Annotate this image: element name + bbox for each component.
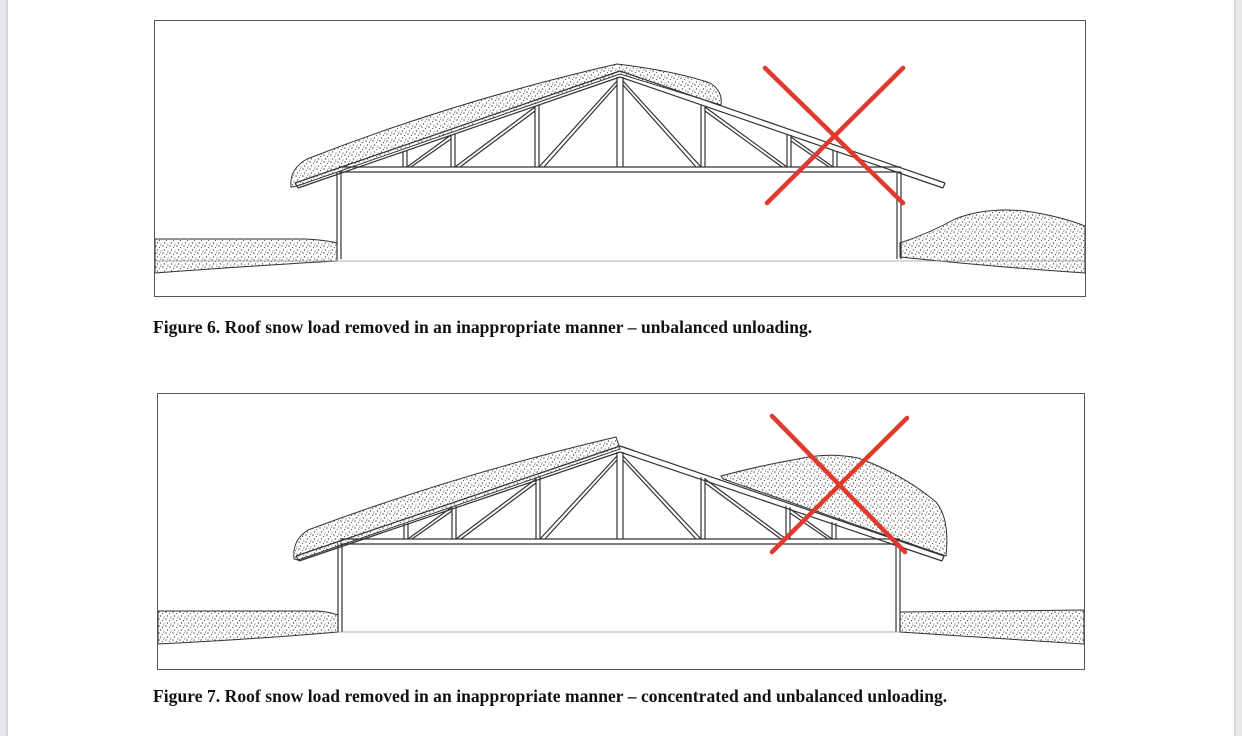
cross-mark [769, 413, 910, 555]
document-page: Figure 6. Roof snow load removed in an i… [8, 0, 1234, 736]
cross-mark [762, 65, 906, 206]
ground-snow-right [899, 609, 1084, 645]
roof-snow-pile [720, 454, 948, 557]
building-walls [337, 544, 901, 633]
figure-7-caption: Figure 7. Roof snow load removed in an i… [153, 686, 948, 706]
ground-snow-left [155, 238, 338, 274]
figure-6-caption: Figure 6. Roof snow load removed in an i… [153, 317, 813, 337]
roof-snow-left [293, 436, 621, 561]
ground-snow-right [899, 209, 1085, 274]
ground-snow-left [158, 610, 339, 645]
roof-snow [290, 63, 722, 188]
figure-6-illustration [154, 20, 1086, 297]
roof-truss [294, 70, 946, 189]
figure-7-illustration [157, 393, 1085, 670]
roof-truss [295, 445, 945, 562]
building-walls [155, 172, 1085, 262]
